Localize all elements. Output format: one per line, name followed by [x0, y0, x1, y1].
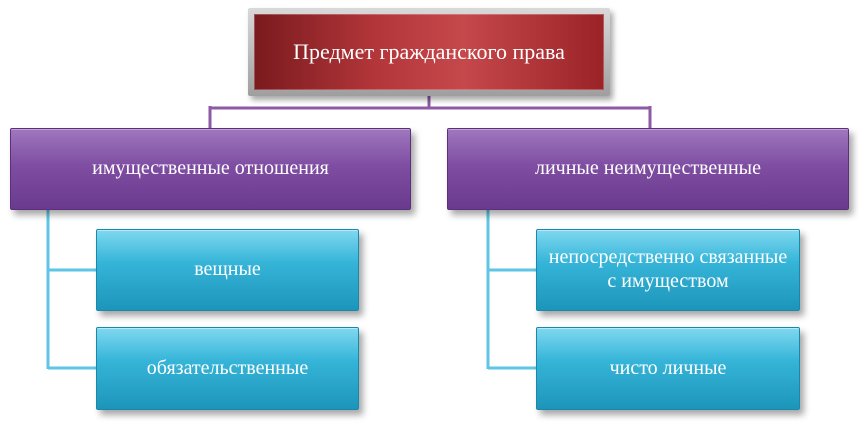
leaf-obligations: обязательственные — [96, 327, 359, 410]
root-node: Предмет гражданского права — [248, 8, 610, 96]
left-sub-connector — [46, 210, 96, 370]
root-node-label: Предмет гражданского права — [254, 14, 604, 90]
branch-personal-non-property: личные неимущественные — [447, 128, 849, 210]
leaf-purely-personal: чисто личные — [536, 327, 800, 410]
leaf-real-rights: вещные — [96, 229, 359, 311]
branch-property-relations: имущественные отношения — [10, 128, 411, 210]
root-connector — [208, 96, 652, 128]
right-sub-connector — [486, 210, 536, 370]
leaf-property-related: непосредственно связанные с имуществом — [536, 229, 800, 311]
